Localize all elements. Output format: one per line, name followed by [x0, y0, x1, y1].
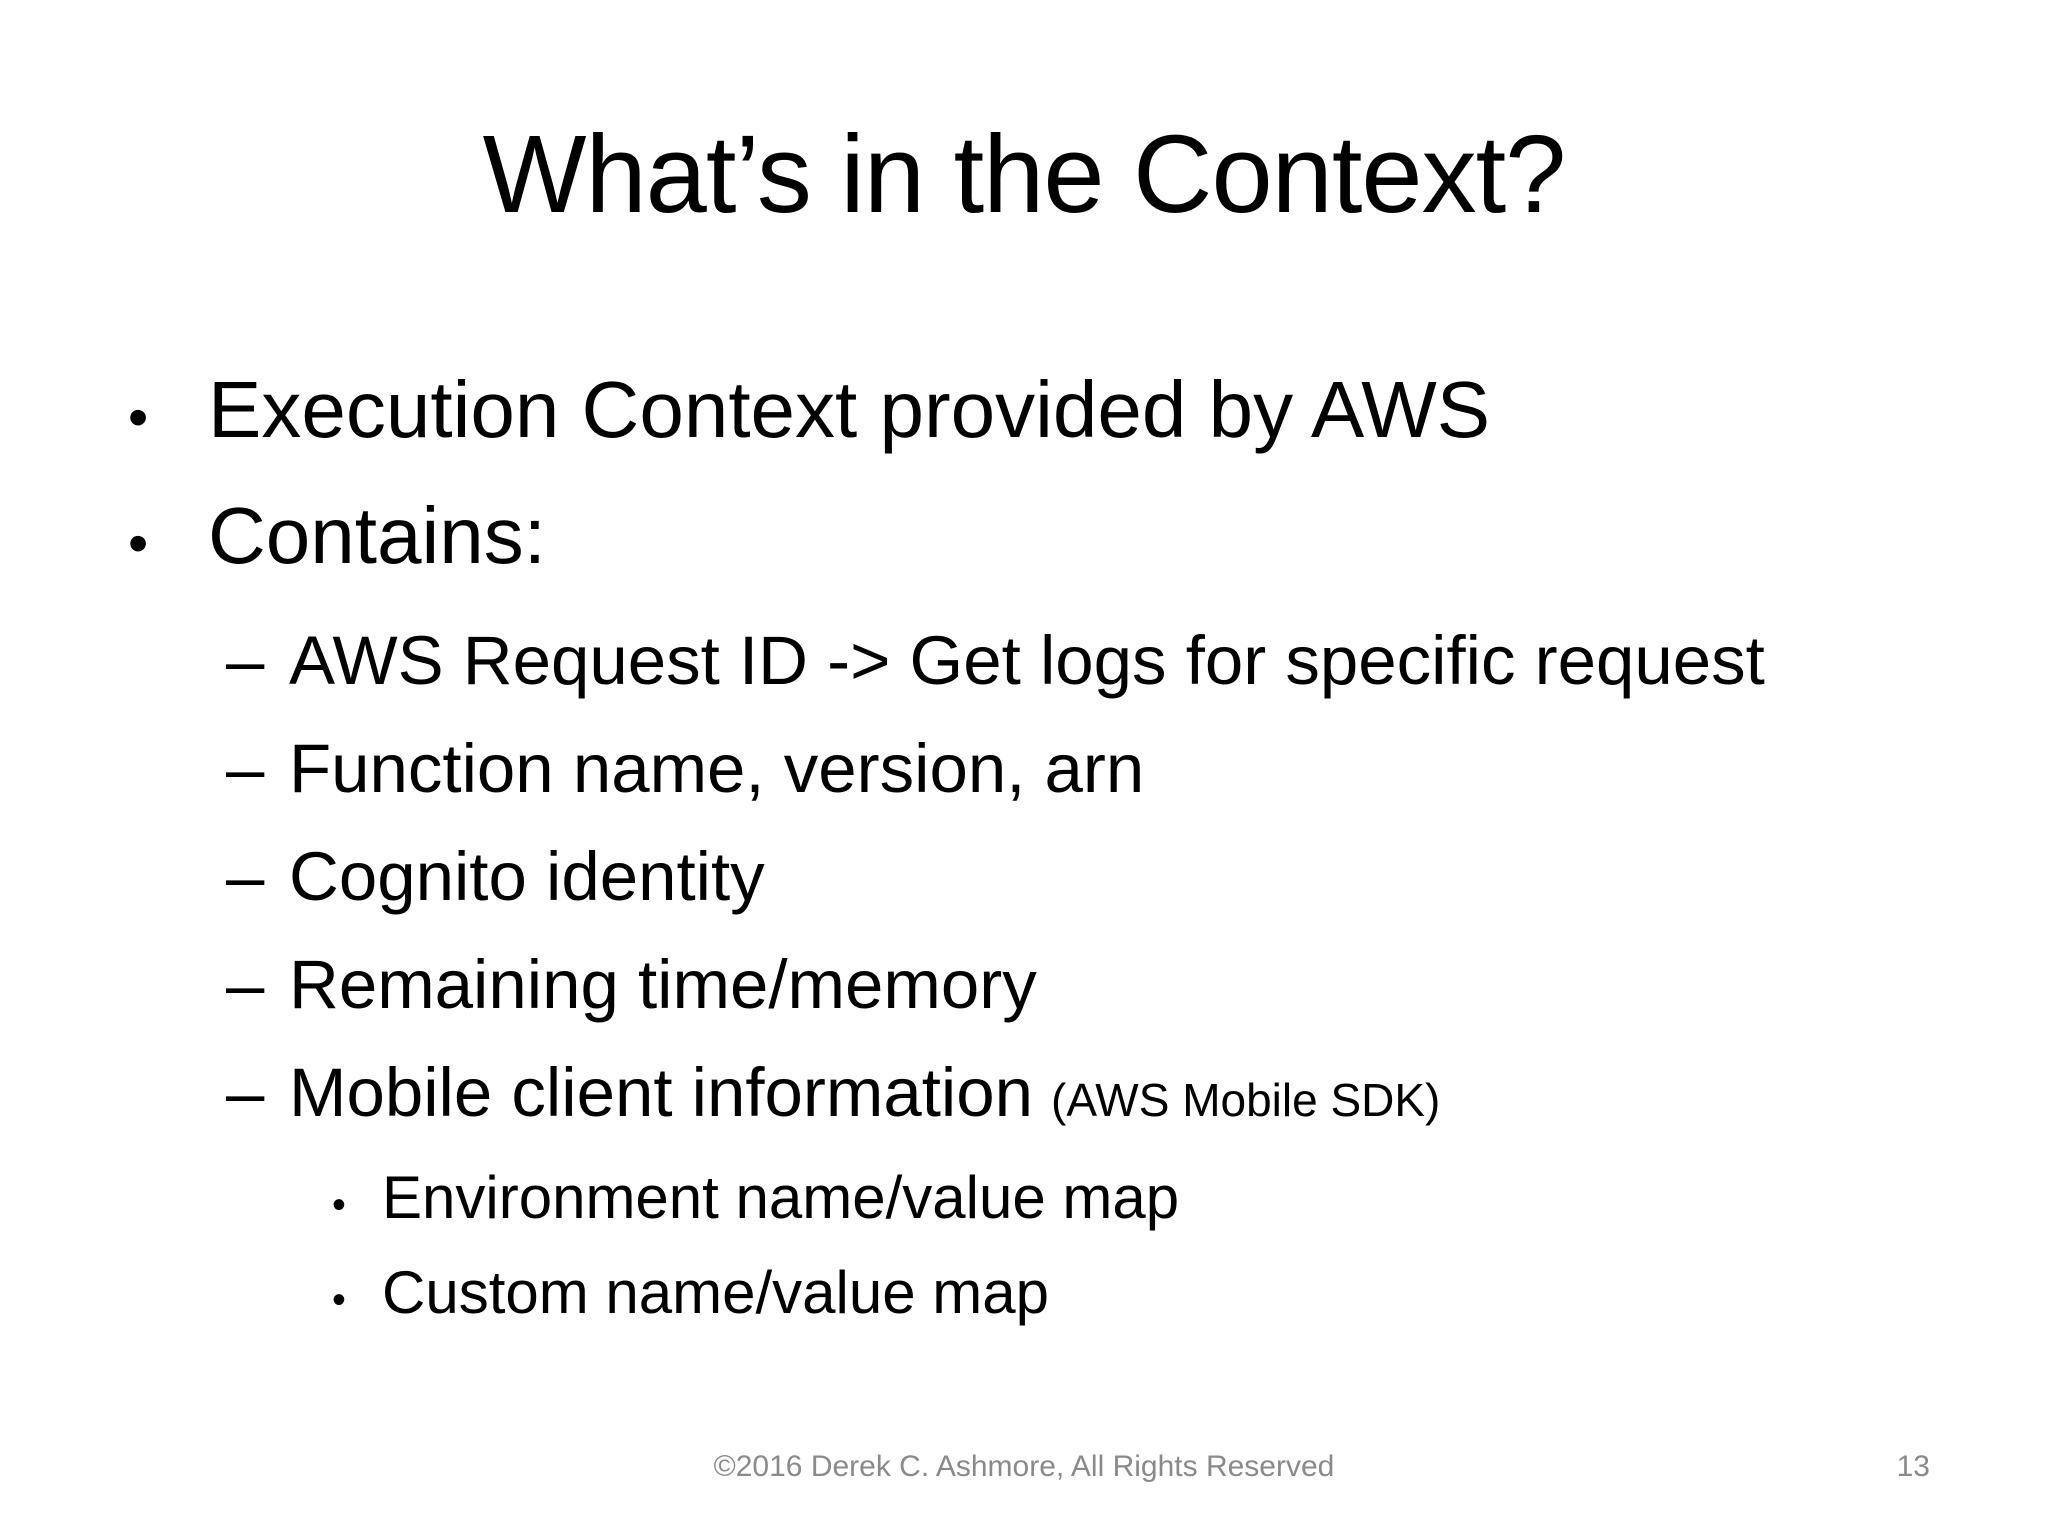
bullet-text: Mobile client information	[289, 1054, 1034, 1131]
dash-bullet-icon: –	[226, 946, 265, 1023]
bullet-item-level3: • Custom name/value map	[0, 1249, 2048, 1344]
bullet-item-level1: • Execution Context provided by AWS	[0, 351, 2048, 477]
bullet-text: AWS Request ID -> Get logs for specific …	[289, 622, 1765, 699]
bullet-list: • Execution Context provided by AWS • Co…	[0, 351, 2048, 1344]
bullet-item-level2: – Mobile client information (AWS Mobile …	[0, 1039, 2048, 1154]
bullet-dot-icon: •	[332, 1278, 346, 1322]
bullet-item-level2: – Function name, version, arn	[0, 715, 2048, 823]
slide-title: What’s in the Context?	[482, 113, 1567, 236]
slide-footer: ©2016 Derek C. Ashmore, All Rights Reser…	[0, 1450, 2048, 1484]
bullet-dot-icon: •	[332, 1183, 346, 1227]
bullet-item-level2: – Remaining time/memory	[0, 931, 2048, 1039]
bullet-text: Environment name/value map	[382, 1164, 1180, 1231]
dash-bullet-icon: –	[226, 1054, 265, 1131]
bullet-text: Custom name/value map	[382, 1259, 1049, 1326]
bullet-text: Cognito identity	[289, 838, 765, 915]
bullet-item-level2: – Cognito identity	[0, 823, 2048, 931]
page-number: 13	[1896, 1450, 1930, 1483]
bullet-item-level1: • Contains:	[0, 477, 2048, 603]
bullet-dot-icon: •	[128, 512, 149, 576]
bullet-item-level2: – AWS Request ID -> Get logs for specifi…	[0, 607, 2048, 715]
bullet-text: Contains:	[208, 491, 546, 580]
bullet-text: Execution Context provided by AWS	[208, 365, 1491, 454]
bullet-text: Function name, version, arn	[289, 730, 1145, 807]
bullet-text: Remaining time/memory	[289, 946, 1037, 1023]
bullet-dot-icon: •	[128, 386, 149, 450]
bullet-text-suffix: (AWS Mobile SDK)	[1051, 1074, 1441, 1126]
dash-bullet-icon: –	[226, 622, 265, 699]
copyright-text: ©2016 Derek C. Ashmore, All Rights Reser…	[713, 1450, 1335, 1483]
bullet-item-level3: • Environment name/value map	[0, 1154, 2048, 1249]
dash-bullet-icon: –	[226, 838, 265, 915]
dash-bullet-icon: –	[226, 730, 265, 807]
